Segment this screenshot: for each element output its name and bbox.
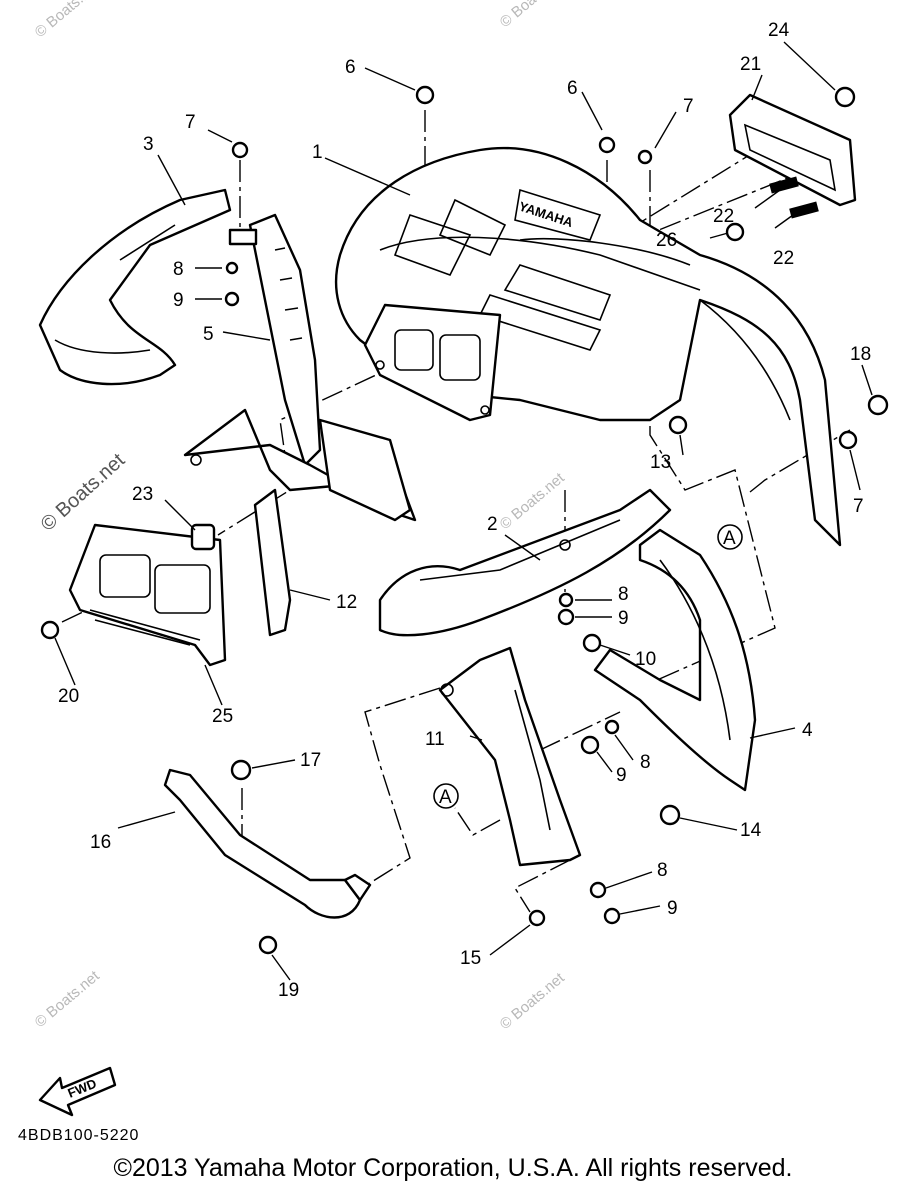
part-label-15: 15 bbox=[460, 948, 481, 969]
part-label-1: 1 bbox=[312, 142, 323, 163]
part-label-9-lower: 9 bbox=[667, 898, 678, 919]
fasteners bbox=[40, 85, 889, 955]
copyright-notice: ©2013 Yamaha Motor Corporation, U.S.A. A… bbox=[113, 1154, 793, 1182]
part-label-9-left: 9 bbox=[173, 290, 184, 311]
part-label-7-left: 7 bbox=[185, 112, 196, 133]
part-label-7-right: 7 bbox=[853, 496, 864, 517]
part-label-13: 13 bbox=[650, 452, 671, 473]
part-label-6-left: 6 bbox=[345, 57, 356, 78]
watermark-bottom-center: © Boats.net bbox=[497, 969, 569, 1033]
headlight-25 bbox=[68, 523, 227, 667]
fwd-arrow: FWD bbox=[38, 1066, 117, 1117]
part-label-25: 25 bbox=[212, 706, 233, 727]
part-label-12: 12 bbox=[336, 592, 357, 613]
bracket-16 bbox=[163, 768, 372, 919]
part-label-10: 10 bbox=[635, 649, 656, 670]
callout-a-lower: A bbox=[433, 783, 459, 809]
part-label-6-right: 6 bbox=[567, 78, 578, 99]
part-label-7-top: 7 bbox=[683, 96, 694, 117]
guard-11 bbox=[438, 646, 582, 867]
headlight-housing-upper bbox=[363, 303, 502, 422]
cover-21 bbox=[725, 93, 857, 242]
callout-a-lower-label: A bbox=[439, 787, 452, 808]
watermark-bottom-left: © Boats.net bbox=[32, 967, 104, 1031]
part-label-5: 5 bbox=[203, 324, 214, 345]
mud-guard-3 bbox=[38, 188, 232, 386]
part-label-24: 24 bbox=[768, 20, 790, 41]
strip-12 bbox=[253, 488, 292, 637]
leader-lines bbox=[54, 41, 873, 981]
part-label-8-lower: 8 bbox=[657, 860, 668, 881]
plate-2 bbox=[378, 488, 672, 637]
part-label-17: 17 bbox=[300, 750, 321, 771]
watermark-top-left: © Boats.net bbox=[32, 0, 104, 41]
callout-a-upper-label: A bbox=[723, 528, 736, 549]
grommet-23 bbox=[190, 523, 216, 551]
part-label-22-left: 22 bbox=[713, 206, 734, 227]
part-label-9-middle: 9 bbox=[616, 765, 627, 786]
part-label-23: 23 bbox=[132, 484, 153, 505]
part-label-14: 14 bbox=[740, 820, 762, 841]
part-label-8-middle: 8 bbox=[640, 752, 651, 773]
part-label-19: 19 bbox=[278, 980, 299, 1001]
part-label-2: 2 bbox=[487, 514, 498, 535]
watermark-left: © Boats.net bbox=[37, 449, 130, 536]
part-label-16: 16 bbox=[90, 832, 111, 853]
part-label-9-center: 9 bbox=[618, 608, 629, 629]
part-label-4: 4 bbox=[802, 720, 813, 741]
part-label-3: 3 bbox=[143, 134, 154, 155]
part-label-18: 18 bbox=[850, 344, 871, 365]
diagram-code: 4BDB100-5220 bbox=[18, 1127, 139, 1144]
bracket-panel bbox=[183, 408, 417, 522]
part-label-8-left: 8 bbox=[173, 259, 184, 280]
watermark-top-center: © Boats.net bbox=[497, 0, 569, 31]
part-label-26: 26 bbox=[656, 230, 677, 251]
side-panel-4 bbox=[593, 528, 757, 792]
watermark-center: © Boats.net bbox=[497, 469, 569, 533]
fender-strip-5 bbox=[228, 213, 322, 467]
part-number-labels: 1 2 3 4 5 6 6 7 7 7 8 8 8 8 9 9 9 9 10 1… bbox=[58, 20, 871, 1001]
part-label-11: 11 bbox=[425, 729, 445, 750]
part-label-20: 20 bbox=[58, 686, 79, 707]
part-label-8-center: 8 bbox=[618, 584, 629, 605]
callout-a-upper: A bbox=[717, 524, 743, 550]
part-label-21: 21 bbox=[740, 54, 761, 75]
part-label-22-right: 22 bbox=[773, 248, 794, 269]
